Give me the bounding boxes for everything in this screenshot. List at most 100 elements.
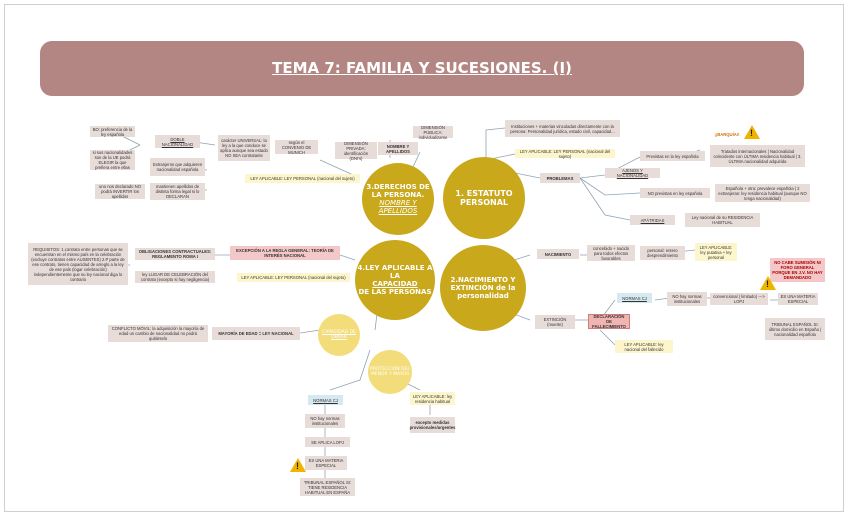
mayoria-text: MAYORÍA DE EDAD = LEY NACIONAL	[218, 331, 294, 336]
no-previstas-text: NO previstas en ley española	[647, 190, 703, 196]
prot-normas-box: NORMAS CJ	[308, 395, 343, 405]
apatridas-box: APÁTRIDAS	[630, 215, 675, 225]
capacidad-ley-text: LEY APLICABLE: LEY PERSONAL (nacional de…	[241, 275, 346, 280]
warning-icon-3	[290, 458, 306, 472]
derechos-ley-box: LEY APLICABLE: LEY PERSONAL (nacional de…	[245, 174, 360, 183]
materia-especial-box: ES UNA MATERIA ESPECIAL	[778, 293, 818, 305]
tratados-box: Tratados internacionales | Nacionalidad …	[710, 145, 805, 167]
warning-icon-2	[760, 276, 776, 290]
warning-icon	[744, 125, 760, 139]
nacimiento-label: 2.NACIMIENTO Y EXTINCIÓN de la personali…	[450, 276, 516, 300]
page-title: TEMA 7: FAMILIA Y SUCESIONES. (I)	[272, 59, 572, 77]
no-hay-text: NO hay normas institucionales	[672, 294, 702, 304]
lugar-text: ley LUGAR DE CELEBRACIÓN del contrato (e…	[140, 272, 210, 282]
nombre-apellidos-text: NOMBRE Y APELLIDOS	[386, 143, 410, 154]
proteccion-label: PROTECCIÓN DEL MENOR Y MAYOR	[370, 367, 410, 377]
problemas-text: PROBLEMAS	[546, 175, 574, 181]
nombre-apellidos-label: NOMBRE Y APELLIDOS	[378, 199, 418, 215]
convenio-text: según el CONVENIO DE MUNICH	[281, 139, 312, 155]
concebido-text: concebido + nacido para todos efectos fa…	[592, 245, 630, 261]
ojo-label: ¡¡BARQUÍA!!	[712, 132, 742, 137]
espanola-box: Española + otra: prevalece española | 2 …	[715, 184, 810, 202]
normas-cj-box: NORMAS CJ	[617, 293, 652, 303]
bo-box: BO: preferencia de la ley española	[90, 126, 135, 137]
de-las-personas-label: DE LAS PERSONAS	[358, 288, 432, 296]
extincion-text: EXTINCIÓN (muerte)	[543, 317, 567, 327]
materia-especial-text: ES UNA MATERIA ESPECIAL	[780, 294, 816, 304]
uno-text: uno nos declarado NO podrá INVERTIR los …	[99, 184, 141, 199]
extincion-box: EXTINCIÓN (muerte)	[535, 315, 575, 329]
capacidad-obrar-node: CAPACIDAD DE OBRAR	[318, 314, 360, 356]
capacidad-ley-box: LEY APLICABLE: LEY PERSONAL (nacional de…	[237, 273, 350, 282]
capacidad-label: CAPACIDAD	[372, 280, 418, 288]
no-hay-box: NO hay normas institucionales	[667, 292, 707, 306]
problemas-box: PROBLEMAS	[540, 173, 580, 183]
caracter-box: carácter UNIVERSAL: la ley a la que cond…	[218, 135, 270, 161]
nacimiento-node: 2.NACIMIENTO Y EXTINCIÓN de la personali…	[440, 245, 526, 331]
instituciones-box: Instituciones + materias vinculadas dire…	[505, 120, 620, 137]
title-banner: TEMA 7: FAMILIA Y SUCESIONES. (I)	[40, 41, 804, 96]
mayoria-box: MAYORÍA DE EDAD = LEY NACIONAL	[212, 327, 300, 340]
declaracion-box: DECLARACIÓN DE FALLECIMIENTO	[588, 314, 630, 329]
dimension-privada-text: DIMENSIÓN PRIVADA: identificación (DNI's…	[343, 140, 369, 161]
convenio-box: según el CONVENIO DE MUNICH	[275, 139, 318, 155]
estatuto-ley-text: LEY APLICABLE: LEY PERSONAL (nacional de…	[519, 148, 611, 159]
extranjeros-text: Extranjeros que adquieren nacionalidad e…	[152, 162, 203, 172]
nacimiento-ley-box: LEY APLICABLE: ley putativa + ley person…	[695, 243, 737, 261]
concebido-box: concebido + nacido para todos efectos fa…	[587, 245, 635, 261]
excepcion-text: EXCEPCIÓN A LA REGLA GENERAL: TEORÍA DE …	[236, 248, 334, 258]
ley-fallecido-text: LEY APLICABLE: ley nacional del fallecid…	[624, 341, 664, 352]
previstas-box: Previstas en la ley española	[640, 151, 705, 161]
tribunal-text: TRIBUNAL ESPAÑOL SI: último domicilio en…	[768, 321, 822, 337]
dimension-publica-text: DIMENSIÓN PÚBLICA: individualizarse	[418, 124, 448, 140]
prot-tribunal-text: TRIBUNAL ESPAÑOL SI: TIENE RESIDENCIA HA…	[303, 479, 352, 495]
estatuto-personal-label: 1. ESTATUTO PERSONAL	[455, 189, 513, 207]
ajenos-text: AJENOS Y NACIONALIDAD	[616, 168, 649, 178]
ue-text: si sus nacionalidades son de la UE podrá…	[92, 150, 133, 170]
mantienen-box: mantienen apellidos de distinta forma le…	[150, 183, 205, 200]
derechos-label: 3.DERECHOS DE LA PERSONA.	[366, 183, 430, 199]
ojo-text: ¡¡BARQUÍA!!	[714, 132, 740, 137]
declaracion-text: DECLARACIÓN DE FALLECIMIENTO	[592, 314, 626, 329]
mantienen-text: mantienen apellidos de distinta forma le…	[155, 184, 200, 199]
prot-materia-text: ES UNA MATERIA ESPECIAL	[308, 458, 344, 468]
prot-aplica-box: SE APLICA LOPJ	[305, 437, 350, 447]
apatridas-result-box: Ley nacional de su RESIDENCIA HABITUAL	[685, 213, 760, 227]
prot-excepto-box: excepto medidas provisionales/urgentes	[410, 417, 455, 433]
conflicto-box: CONFLICTO MÓVIL: la adquisición la mayor…	[108, 325, 208, 342]
prot-ley-text: LEY APLICABLE: ley residencia habitual	[412, 393, 453, 404]
prot-normas-text: NORMAS CJ	[313, 397, 338, 403]
no-cabe-box: NO CABE SUMISIÓN NI FORO GENERAL PORQUE …	[770, 258, 825, 282]
caracter-text: carácter UNIVERSAL: la ley a la que cond…	[220, 138, 268, 158]
uno-box: uno nos declarado NO podrá INVERTIR los …	[95, 184, 145, 199]
derechos-ley-text: LEY APLICABLE: LEY PERSONAL (nacional de…	[250, 176, 355, 181]
convencional-box: convencional ( limitado) ---> LOPJ	[710, 293, 768, 305]
nacimiento-text: NACIMIENTO	[544, 251, 572, 257]
requisitos-box: REQUISITOS: 1.contrato entre personas qu…	[28, 243, 128, 285]
estatuto-ley-box: LEY APLICABLE: LEY PERSONAL (nacional de…	[515, 148, 615, 159]
doble-nacionalidad-text: DOBLE NACIONALIDAD	[161, 136, 194, 147]
ley-capacidad-label: 4.LEY APLICABLE A LA	[357, 264, 433, 280]
prot-ley-box: LEY APLICABLE: ley residencia habitual	[410, 392, 455, 405]
bo-text: BO: preferencia de la ley española	[92, 126, 133, 137]
obligaciones-box: OBLIGACIONES CONTRACTUALES: REGLAMENTO R…	[135, 248, 215, 260]
espanola-text: Española + otra: prevalece española | 2 …	[718, 185, 807, 201]
normas-cj-text: NORMAS CJ	[622, 295, 647, 301]
prot-no-hay-box: NO hay normas institucionales	[305, 414, 345, 428]
nacimiento-box: NACIMIENTO	[537, 249, 579, 259]
apatridas-result-text: Ley nacional de su RESIDENCIA HABITUAL	[691, 215, 754, 225]
dimension-publica-box: DIMENSIÓN PÚBLICA: individualizarse	[413, 124, 453, 140]
derechos-node: 3.DERECHOS DE LA PERSONA.NOMBRE Y APELLI…	[362, 163, 434, 235]
prot-excepto-text: excepto medidas provisionales/urgentes	[409, 420, 456, 430]
dimension-privada-box: DIMENSIÓN PRIVADA: identificación (DNI's…	[335, 140, 377, 161]
tribunal-box: TRIBUNAL ESPAÑOL SI: último domicilio en…	[765, 318, 825, 340]
conflicto-text: CONFLICTO MÓVIL: la adquisición la mayor…	[111, 326, 205, 341]
proteccion-node: PROTECCIÓN DEL MENOR Y MAYOR	[368, 350, 412, 394]
lugar-box: ley LUGAR DE CELEBRACIÓN del contrato (e…	[135, 271, 215, 283]
personal-box: personal: entero desprendimiento	[640, 246, 685, 260]
doble-nacionalidad-box: DOBLE NACIONALIDAD	[155, 135, 200, 148]
obligaciones-text: OBLIGACIONES CONTRACTUALES: REGLAMENTO R…	[138, 249, 212, 259]
requisitos-text: REQUISITOS: 1.contrato entre personas qu…	[31, 246, 125, 282]
prot-aplica-text: SE APLICA LOPJ	[311, 439, 344, 445]
